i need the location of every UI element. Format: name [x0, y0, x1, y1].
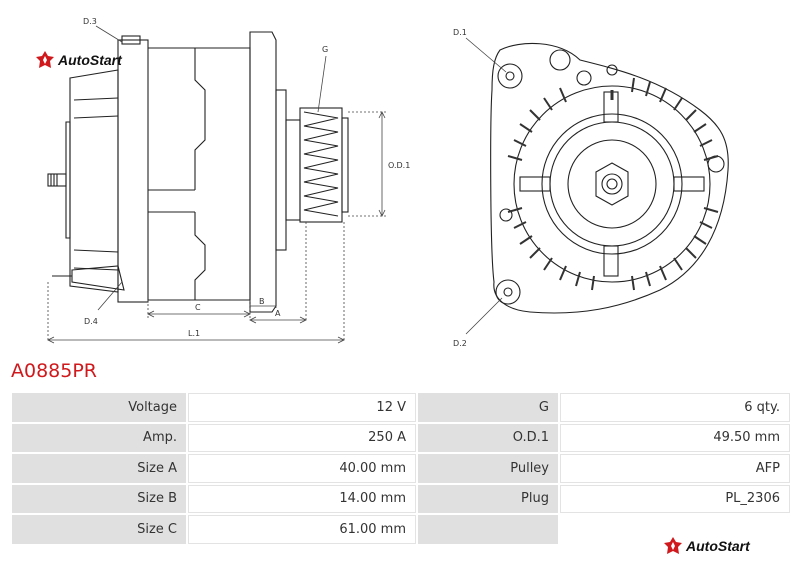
autostart-logo-text: AutoStart	[686, 538, 750, 554]
autostart-logo-footer: AutoStart	[664, 537, 750, 555]
spec-label: Size B	[12, 484, 186, 513]
table-row: Size C 61.00 mm	[12, 515, 790, 544]
label-d3: D.3	[83, 17, 97, 26]
spec-label: Amp.	[12, 423, 186, 452]
spec-label: O.D.1	[418, 423, 558, 452]
spec-value: 61.00 mm	[188, 515, 416, 544]
alternator-technical-drawing: D.3 G O.D.1 D.4 C B A L.1 D.1 D.2	[47, 17, 729, 348]
spec-value: AFP	[560, 454, 790, 483]
autostart-logo-text: AutoStart	[58, 52, 122, 68]
spec-value: 250 A	[188, 423, 416, 452]
spec-label: G	[418, 393, 558, 422]
spec-value: 14.00 mm	[188, 484, 416, 513]
spec-label: Voltage	[12, 393, 186, 422]
table-row: Voltage 12 V G 6 qty.	[12, 393, 790, 422]
table-row: Size B 14.00 mm Plug PL_2306	[12, 484, 790, 513]
spec-value: 12 V	[188, 393, 416, 422]
product-code: A0885PR	[11, 360, 98, 382]
label-g: G	[322, 45, 328, 54]
specs-table: Voltage 12 V G 6 qty. Amp. 250 A O.D.1 4…	[10, 391, 792, 546]
spec-label: Plug	[418, 484, 558, 513]
label-od1: O.D.1	[388, 161, 410, 170]
front-view-cooling-fins	[507, 77, 719, 291]
label-d4: D.4	[84, 317, 98, 326]
label-b: B	[259, 297, 265, 306]
autostart-logo: AutoStart	[36, 51, 122, 69]
label-a: A	[275, 309, 281, 318]
spec-value-empty	[560, 515, 790, 544]
spec-label: Pulley	[418, 454, 558, 483]
alternator-side-view	[47, 31, 349, 313]
label-l1: L.1	[188, 329, 200, 338]
autostart-logo-icon	[664, 537, 682, 554]
table-row: Size A 40.00 mm Pulley AFP	[12, 454, 790, 483]
front-view-leaders	[465, 37, 507, 335]
alternator-front-view	[490, 42, 729, 314]
side-view-dimensions	[47, 25, 388, 344]
autostart-logo-icon	[36, 51, 54, 68]
spec-value: 49.50 mm	[560, 423, 790, 452]
spec-value: PL_2306	[560, 484, 790, 513]
spec-value: 40.00 mm	[188, 454, 416, 483]
label-d2: D.2	[453, 339, 467, 348]
label-d1: D.1	[453, 28, 467, 37]
label-c: C	[195, 303, 201, 312]
spec-label: Size A	[12, 454, 186, 483]
spec-label-empty	[418, 515, 558, 544]
table-row: Amp. 250 A O.D.1 49.50 mm	[12, 423, 790, 452]
spec-label: Size C	[12, 515, 186, 544]
spec-value: 6 qty.	[560, 393, 790, 422]
